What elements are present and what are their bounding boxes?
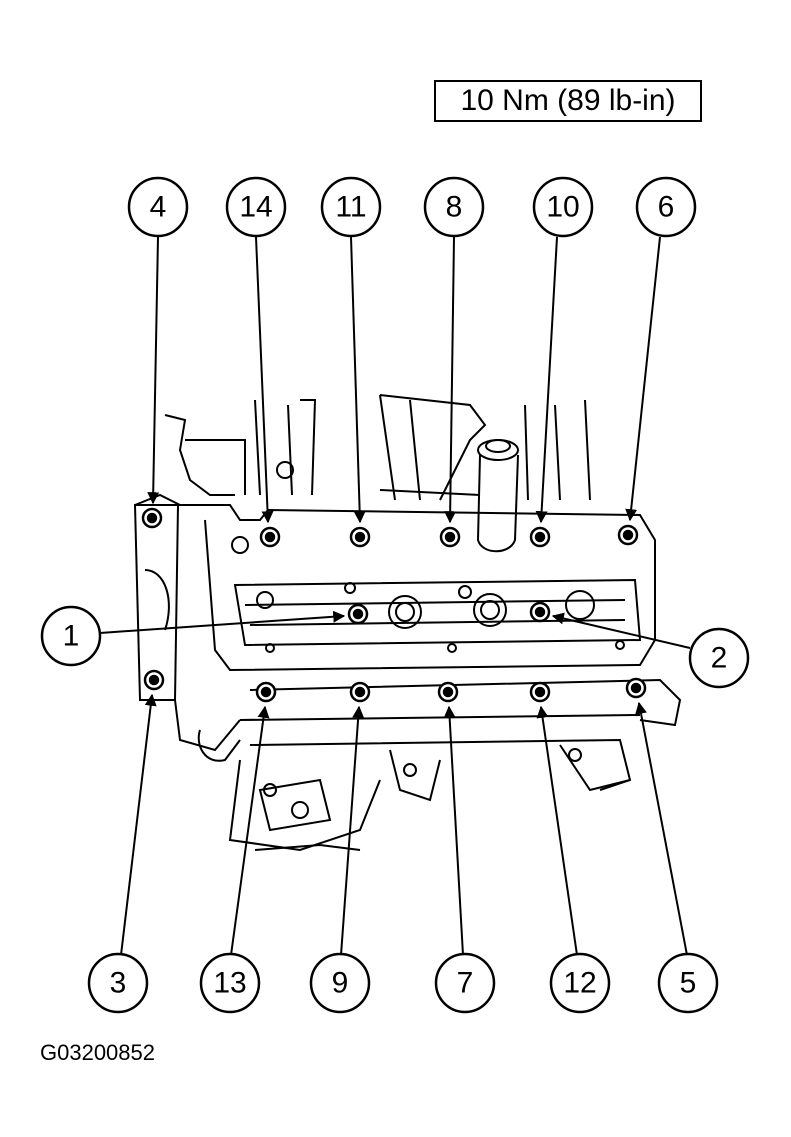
bolt-3 (143, 669, 165, 691)
bolt-12 (529, 681, 551, 703)
callout-label-5: 5 (680, 967, 697, 1000)
figure-id: G03200852 (40, 1040, 155, 1065)
bolt-8 (439, 526, 461, 548)
callout-label-10: 10 (546, 191, 579, 224)
bolt-11 (349, 526, 371, 548)
bolt-9 (349, 681, 371, 703)
leader-lines (99, 236, 691, 956)
callout-circle-10 (532, 176, 594, 238)
callout-label-2: 2 (711, 642, 728, 675)
callout-label-12: 12 (563, 967, 596, 1000)
leader-4 (147, 236, 160, 505)
bolt-7 (437, 681, 459, 703)
torque-spec-label: 10 Nm (89 lb-in) (434, 80, 702, 122)
callout-label-3: 3 (110, 967, 127, 1000)
callout-labels: 4 14 11 8 10 6 1 2 3 13 9 7 12 5 (63, 191, 728, 1000)
leader-14 (255, 236, 274, 524)
callout-label-4: 4 (150, 191, 167, 224)
bolt-5 (625, 677, 647, 699)
callout-circle-5 (657, 952, 719, 1014)
callout-circle-14 (225, 176, 287, 238)
leader-5 (635, 701, 688, 956)
callout-circle-2 (688, 627, 750, 689)
leader-8 (444, 236, 457, 524)
callout-circle-9 (309, 952, 371, 1014)
callout-label-11: 11 (335, 191, 366, 224)
leader-12 (536, 705, 578, 956)
leader-9 (340, 705, 365, 956)
callout-circle-11 (320, 176, 382, 238)
callout-label-1: 1 (63, 620, 80, 653)
callout-circle-13 (199, 952, 261, 1014)
engine-illustration (133, 394, 682, 852)
leader-7 (443, 705, 464, 956)
bolt-4 (141, 507, 163, 529)
callout-label-9: 9 (332, 967, 349, 1000)
callout-label-7: 7 (457, 967, 474, 1000)
callout-label-6: 6 (658, 191, 675, 224)
callout-circle-6 (635, 176, 697, 238)
leader-6 (625, 236, 661, 522)
bolt-1 (347, 603, 369, 625)
bolt-14 (259, 526, 281, 548)
callout-circle-1 (40, 605, 102, 667)
leader-2 (551, 612, 691, 649)
leader-13 (230, 705, 270, 956)
callout-circle-8 (423, 176, 485, 238)
callout-circles (40, 176, 750, 1014)
callout-circle-7 (434, 952, 496, 1014)
callout-label-8: 8 (446, 191, 463, 224)
leader-1 (99, 610, 346, 634)
callout-circle-4 (127, 176, 189, 238)
callout-circle-3 (87, 952, 149, 1014)
bolts (141, 507, 647, 703)
leader-3 (120, 693, 157, 956)
callout-label-14: 14 (239, 191, 272, 224)
callout-circle-12 (549, 952, 611, 1014)
bolt-10 (529, 526, 551, 548)
callout-label-13: 13 (213, 967, 246, 1000)
bolt-13 (255, 681, 277, 703)
leader-11 (350, 236, 366, 524)
leader-10 (535, 236, 558, 524)
bolt-2 (529, 601, 551, 623)
bolt-6 (617, 524, 639, 546)
